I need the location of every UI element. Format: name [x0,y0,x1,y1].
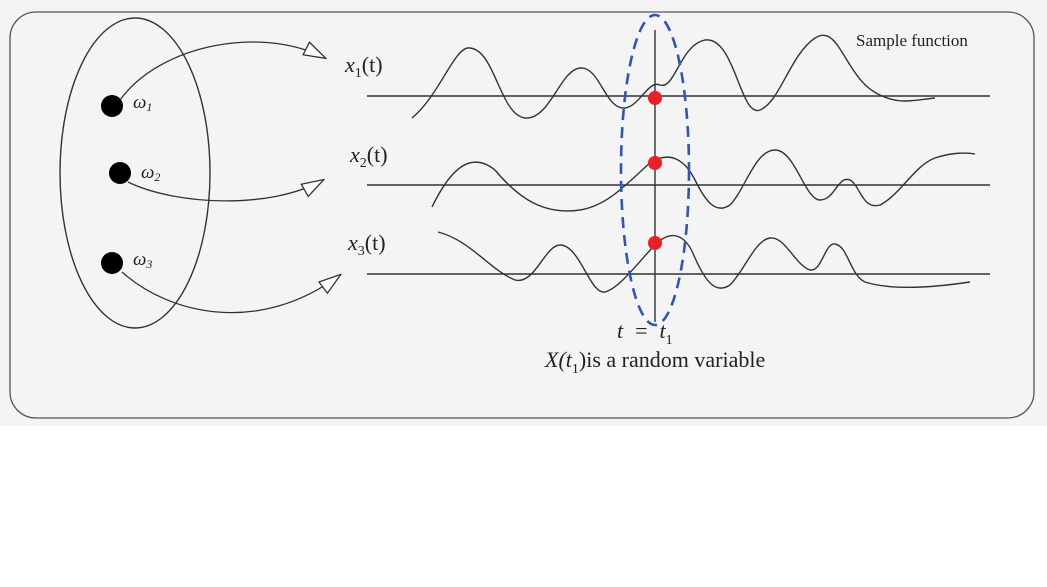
panel-background [0,0,1047,426]
outcome-label-2: ω2 [141,162,160,184]
outcome-label-3: ω3 [133,249,152,271]
sample-path-label-3: x3(t) [347,230,386,259]
sample-function-label: Sample function [856,31,968,50]
sample-point-3 [648,236,662,250]
sample-point-1 [648,91,662,105]
outcome-dot-2 [109,162,131,184]
sample-point-2 [648,156,662,170]
panel-frame [9,11,1035,419]
waveform-1 [411,34,936,119]
sample-space-ellipse [59,17,211,329]
outcome-label-1: ω1 [133,92,152,114]
random-variable-ellipse [619,13,691,327]
outcome-dot-3 [101,252,123,274]
waveform-2 [431,149,976,212]
sample-path-label-2: x2(t) [349,142,388,171]
time-instant-label: t=t1 [617,318,673,348]
mapping-arrow-3 [121,271,340,314]
random-variable-caption: X(t1)is a random variable [544,347,765,377]
mapping-arrow-2 [127,180,323,202]
waveform-3 [437,231,971,293]
outcome-dot-1 [101,95,123,117]
mapping-arrow-1 [119,42,325,101]
sample-path-label-1: x1(t) [344,52,383,81]
